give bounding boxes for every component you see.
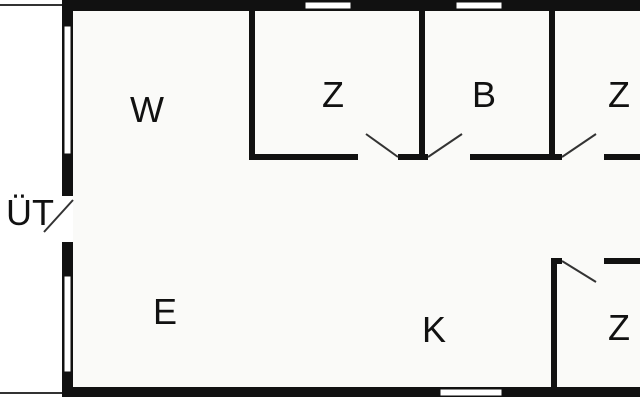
wall-bed3-left [551, 258, 557, 390]
door-opening-bed2 [562, 153, 604, 161]
room-label-entry: E [153, 291, 177, 332]
wall-bed1-left [249, 8, 255, 160]
door-opening-bath [428, 153, 470, 161]
window-bath [455, 1, 503, 10]
room-label-bath: B [472, 74, 496, 115]
room-label-bed2: Z [608, 74, 630, 115]
entrance-opening [62, 196, 73, 242]
entrance-door [43, 196, 74, 242]
room-label-living: W [130, 89, 164, 130]
wall-bath-bed2 [549, 8, 555, 160]
windows [63, 1, 503, 397]
floor-area [66, 5, 640, 393]
room-label-bed1: Z [322, 74, 344, 115]
room-label-kitchen: K [422, 309, 446, 350]
wall-bed1-bath [419, 8, 425, 160]
interior-door-openings [358, 153, 604, 265]
window-living [63, 25, 72, 155]
room-label-porch: ÜT [6, 192, 54, 233]
porch-outline [0, 4, 66, 394]
room-label-bed3: Z [608, 307, 630, 348]
bottom-wall [62, 387, 640, 397]
door-swing-bed1 [365, 133, 399, 158]
window-kitchen [439, 388, 503, 397]
entrance-door-swing [43, 199, 74, 233]
door-swing-bath [427, 133, 463, 158]
window-bed1 [304, 1, 352, 10]
door-swings [365, 133, 597, 283]
door-opening-bed3 [562, 257, 604, 265]
window-entry [63, 275, 72, 373]
door-swing-bed2 [561, 133, 597, 158]
door-swing-bed3 [561, 260, 597, 283]
door-opening-bed1 [358, 153, 398, 161]
